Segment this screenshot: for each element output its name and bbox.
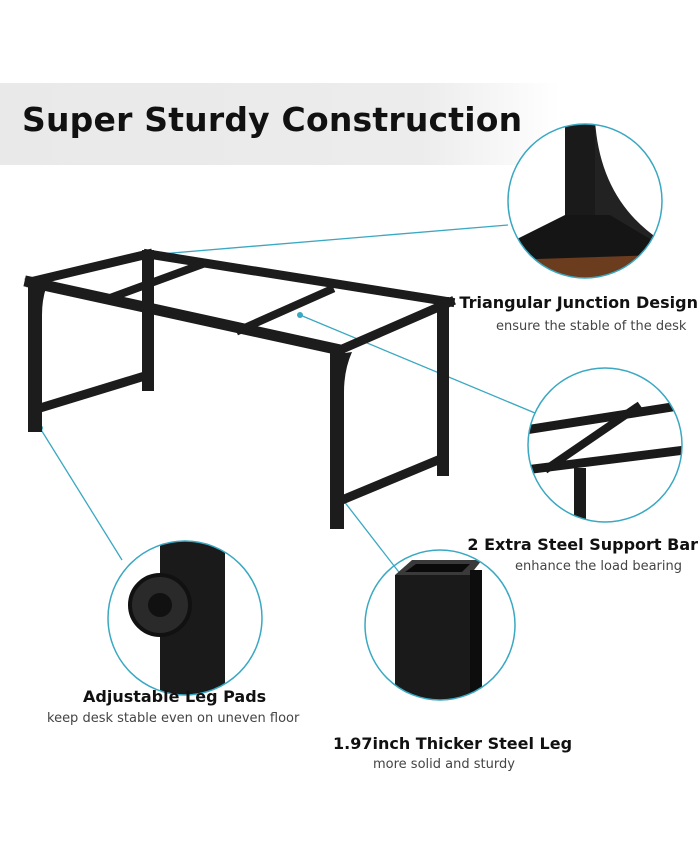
detail-circle-leg-pads — [107, 540, 263, 696]
callout-title-support-bar: 2 Extra Steel Support Bar — [467, 535, 698, 554]
callout-title-leg-pads: Adjustable Leg Pads — [83, 687, 267, 706]
page-title: Super Sturdy Construction — [22, 100, 523, 139]
support-bar — [234, 284, 336, 336]
detail-circle-steel-leg — [364, 549, 516, 701]
detail-circle-support-bar — [527, 367, 683, 523]
leader-line-support-bar — [299, 314, 536, 414]
detail-circle-junction — [507, 123, 663, 279]
leader-line-leg-pads — [39, 427, 123, 561]
desk-frame — [23, 248, 456, 529]
callout-subtitle-steel-leg: more solid and sturdy — [373, 757, 515, 772]
callout-subtitle-junction: ensure the stable of the desk — [496, 319, 687, 334]
callout-subtitle-leg-pads: keep desk stable even on uneven floor — [47, 711, 300, 726]
callout-title-steel-leg: 1.97inch Thicker Steel Leg — [333, 734, 573, 753]
leader-line-junction — [147, 224, 509, 256]
callout-title-junction: Triangular Junction Design — [459, 293, 698, 312]
callout-subtitle-support-bar: enhance the load bearing — [515, 559, 683, 574]
